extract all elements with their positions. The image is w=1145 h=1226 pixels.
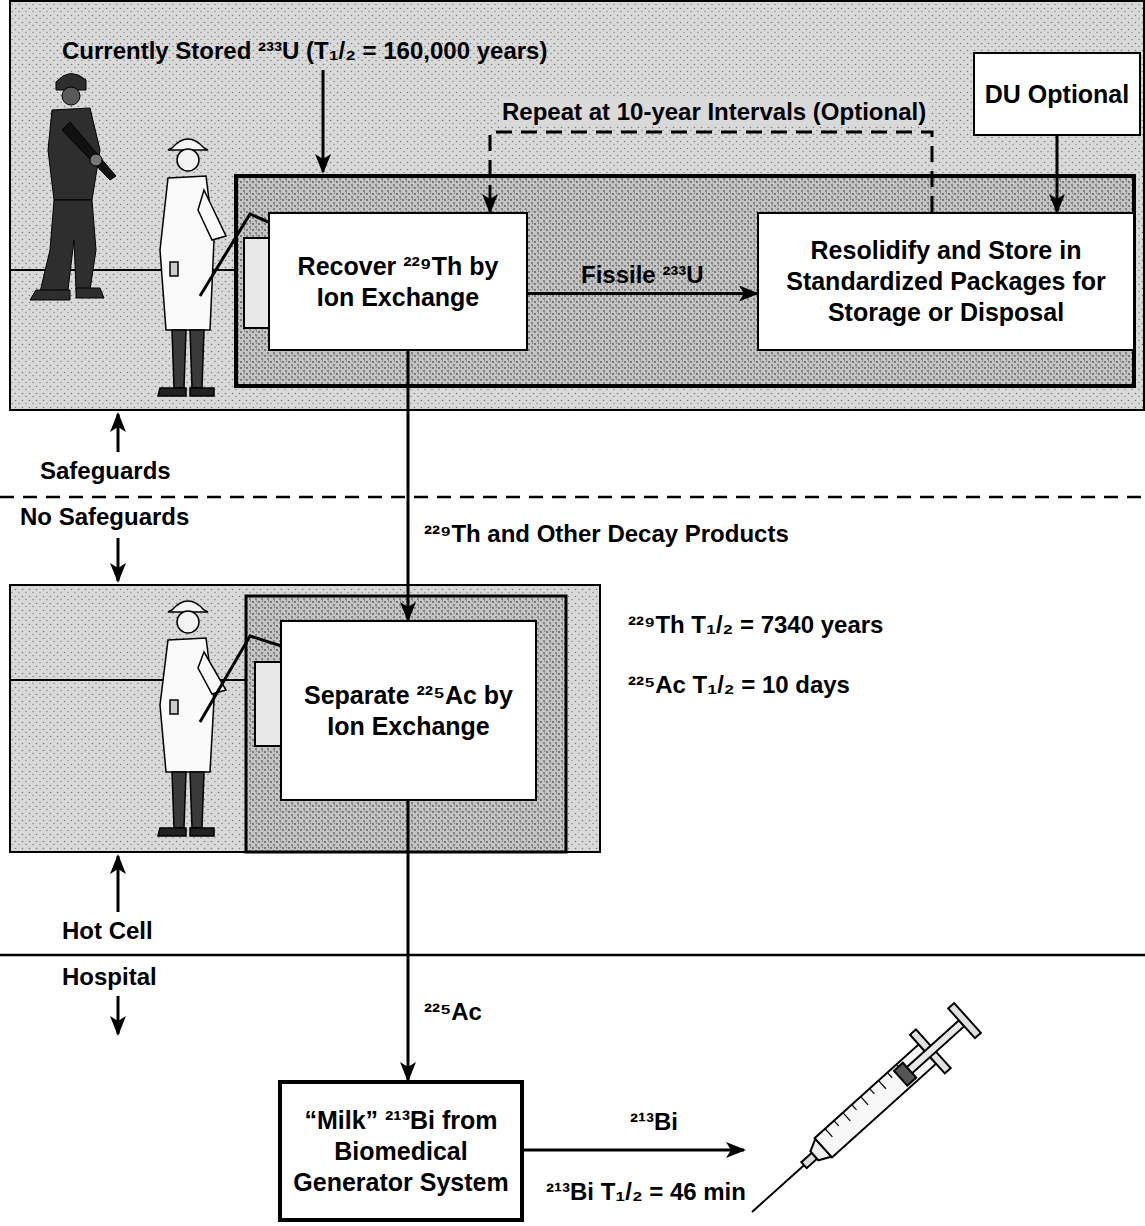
dashed-connector (490, 132, 932, 212)
box-text: DU Optional (977, 73, 1137, 116)
process-box: DU Optional (973, 52, 1141, 136)
shielded-enclosure (246, 596, 566, 852)
process-box: “Milk” ²¹³Bi from Biomedical Generator S… (278, 1080, 524, 1222)
viewing-window (255, 662, 283, 746)
syringe-illustration (735, 999, 985, 1226)
safeguards-band (10, 1, 1144, 410)
input-arrow (322, 70, 325, 172)
flow-arrow (407, 801, 410, 1080)
guard-figure (30, 73, 116, 300)
box-text: Separate ²²⁵Ac by Ion Exchange (282, 674, 535, 748)
edge-label: ²²⁹Th and Other Decay Products (424, 520, 789, 548)
note-label: Hot Cell (62, 917, 153, 945)
flow-arrow (1056, 136, 1059, 212)
process-box: Separate ²²⁵Ac by Ion Exchange (280, 620, 537, 801)
shielded-enclosure (236, 176, 1134, 386)
edge-label: Repeat at 10-year Intervals (Optional) (499, 98, 929, 126)
process-box: Recover ²²⁹Th by Ion Exchange (268, 212, 528, 351)
hot-cell-band (10, 585, 600, 852)
region-arrow (117, 996, 120, 1034)
box-text: “Milk” ²¹³Bi from Biomedical Generator S… (282, 1099, 520, 1204)
region-arrow (117, 538, 120, 581)
note-label: ²¹³Bi (630, 1108, 678, 1136)
note-label: ²¹³Bi T₁/₂ = 46 min (546, 1178, 746, 1206)
edge-label: Fissile ²³³U (581, 261, 704, 289)
dose-arrow (522, 1149, 744, 1152)
edge-label: ²²⁵Ac (424, 998, 482, 1026)
note-label: Hospital (62, 963, 157, 991)
box-text: Recover ²²⁹Th by Ion Exchange (270, 245, 526, 319)
note-label: No Safeguards (20, 503, 189, 531)
region-arrow (117, 856, 120, 912)
note-label: ²²⁵Ac T₁/₂ = 10 days (628, 671, 850, 699)
note-label: Currently Stored ²³³U (T₁/₂ = 160,000 ye… (62, 37, 547, 65)
note-label: Safeguards (40, 457, 171, 485)
box-text: Resolidify and Store in Standardized Pac… (759, 229, 1133, 334)
hospital-boundary (0, 954, 1145, 957)
note-label: ²²⁹Th T₁/₂ = 7340 years (628, 611, 883, 639)
safeguards-boundary (0, 496, 1145, 499)
process-box: Resolidify and Store in Standardized Pac… (757, 212, 1135, 351)
operator-figure (158, 601, 226, 836)
region-arrow (117, 414, 120, 452)
flow-arrow (407, 351, 410, 620)
flow-arrow (528, 292, 757, 295)
